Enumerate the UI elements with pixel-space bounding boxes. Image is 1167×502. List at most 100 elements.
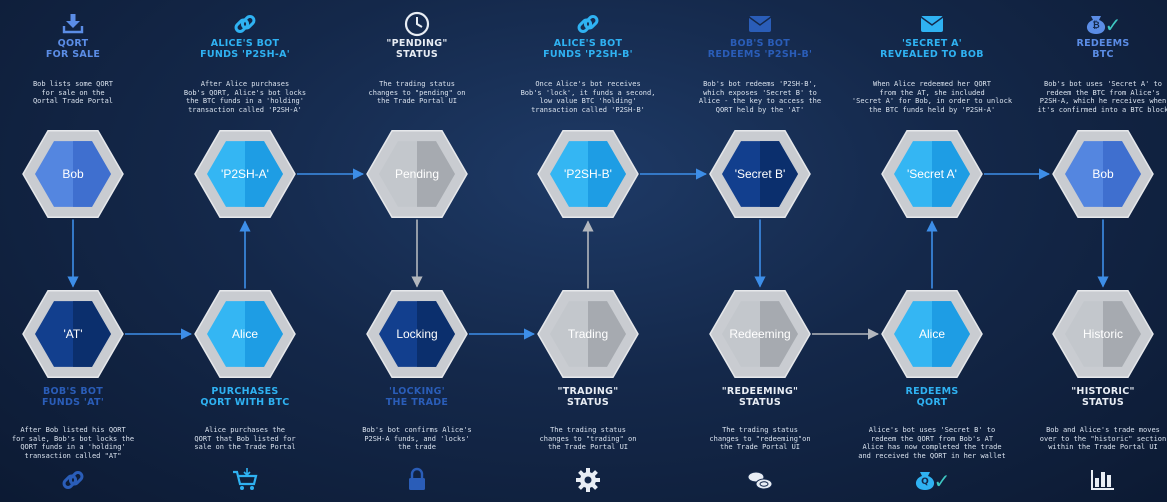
hex-inner-shade (760, 141, 798, 207)
hex-node-top-5: 'Secret A' (881, 129, 983, 219)
hex-node-top-0: Bob (22, 129, 124, 219)
step-description-line: the trade (398, 443, 436, 452)
hex-inner-shade (588, 301, 626, 367)
step-description-line: Bob lists some QORT (32, 80, 114, 88)
hex-label: Bob (62, 167, 84, 181)
step-description-line: After Bob listed his QORT (20, 426, 126, 434)
step-description-line: the Trade Portal UI (719, 443, 801, 452)
step-description-line: Bob's QORT, Alice's bot locks (183, 88, 307, 97)
step-description-line: the Trade Portal UI (547, 443, 629, 452)
step-description-line: transaction called 'P2SH-B' (531, 105, 645, 114)
step-title-line: "HISTORIC" (1071, 386, 1135, 397)
bitcoin-bag-check-icon: ₿✓ (1086, 13, 1121, 37)
step-title-line: REDEEMS 'P2SH-B' (707, 49, 813, 60)
hex-node-bottom-4: Redeeming (709, 289, 811, 379)
step-description-line: the BTC funds in a 'holding' (185, 97, 304, 106)
step-description-line: Qortal Trade Portal (32, 97, 114, 106)
step-title-line: QORT (57, 38, 89, 49)
step-title-line: BOB'S BOT (42, 386, 104, 397)
bar-chart-icon (1091, 470, 1114, 490)
clock-icon (404, 11, 430, 37)
hex-label: Redeeming (729, 327, 790, 341)
step-title-line: FOR SALE (45, 49, 101, 60)
step-description-line: Alice purchases the (204, 426, 286, 434)
step-description-line: 'Secret A' for Bob, in order to unlock (851, 97, 1013, 106)
svg-text:✓: ✓ (934, 469, 951, 493)
gear-icon (576, 468, 600, 492)
step-description-line: The trading status (550, 426, 626, 434)
step-description-line: the Trade Portal UI (376, 97, 458, 106)
hex-label: Alice (919, 327, 945, 341)
step-title-line: REDEEMS (905, 386, 959, 397)
hex-inner-shade (245, 141, 283, 207)
step-description-line: Bob's bot confirms Alice's (362, 426, 472, 434)
hex-inner-shade (73, 141, 111, 207)
svg-text:₿: ₿ (1092, 20, 1099, 31)
hex-node-top-6: Bob (1052, 129, 1154, 219)
step-title: "PENDING"STATUS (332, 38, 502, 60)
step-title-line: REVEALED TO BOB (880, 49, 984, 60)
step-bottom-6: "HISTORIC"STATUS Bob and Alice's trade mo… (1018, 386, 1167, 452)
step-description-line: for sale, Bob's bot locks the (11, 434, 135, 443)
step-description-line: Bob's 'lock', it funds a second, (520, 88, 656, 97)
step-description-line: redeem the QORT from Bob's AT (870, 434, 994, 443)
step-description-line: The trading status (379, 80, 455, 88)
step-title-line: REDEEMS (1076, 38, 1130, 49)
envelope-icon (748, 16, 772, 32)
step-description-line: for sale on the (41, 88, 105, 97)
step-title: 'LOCKING'THE TRADE (332, 386, 502, 408)
step-description-line: P2SH-A funds, and 'locks' (364, 434, 470, 443)
step-description-line: from the AT, she included (879, 88, 985, 97)
step-description-line: over to the "historic" section (1039, 434, 1167, 443)
step-title-line: "PENDING" (386, 38, 448, 49)
step-description-line: QORT held by the 'AT' (715, 105, 805, 114)
step-description-line: QORT that Bob listed for (194, 434, 296, 443)
lock-icon (409, 467, 425, 490)
hex-inner-shade (760, 301, 798, 367)
link-icon (577, 14, 599, 34)
step-title-line: FUNDS 'P2SH-A' (200, 49, 290, 60)
hex-node-bottom-5: Alice (881, 289, 983, 379)
step-title: "HISTORIC"STATUS (1018, 386, 1167, 408)
hex-label: 'P2SH-A' (221, 167, 269, 181)
hex-node-top-2: Pending (366, 129, 468, 219)
step-title: "TRADING"STATUS (503, 386, 673, 408)
step-description-line: Alice - the key to access the (698, 97, 822, 106)
hex-label: Trading (568, 327, 608, 341)
step-description-line: Bob's bot uses 'Secret A' to (1043, 80, 1162, 88)
envelope-icon (920, 16, 944, 32)
step-title-line: STATUS (1081, 397, 1125, 408)
step-description-line: transaction called 'P2SH-A' (188, 105, 302, 114)
hex-node-top-1: 'P2SH-A' (194, 129, 296, 219)
hex-label: Locking (396, 327, 437, 341)
step-description-line: P2SH-A, which he receives when (1039, 97, 1167, 106)
step-title-line: STATUS (738, 397, 782, 408)
coins-icon (747, 471, 773, 490)
hex-inner-shade (1103, 301, 1141, 367)
hex-node-bottom-0: 'AT' (22, 289, 124, 379)
step-title-line: QORT (916, 397, 948, 408)
step-bottom-2: 'LOCKING'THE TRADE Bob's bot confirms Ali… (332, 386, 502, 452)
step-description-line: redeem the BTC from Alice's (1046, 88, 1160, 97)
